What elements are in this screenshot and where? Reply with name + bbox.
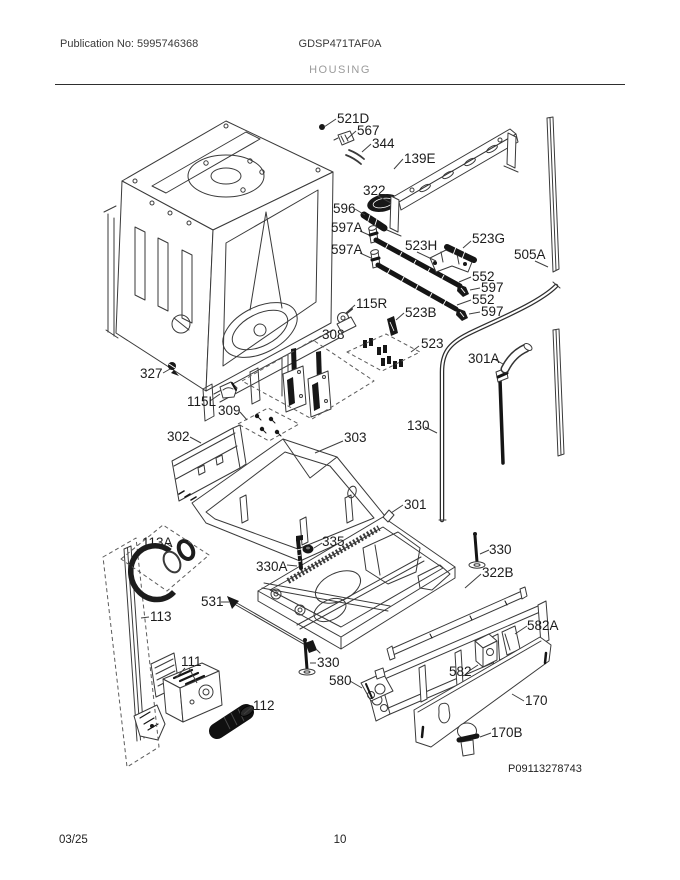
part-330-bolt-right: [468, 532, 486, 569]
model-number: GDSP471TAF0A: [298, 38, 382, 50]
part-330A-bolt: [296, 535, 303, 570]
part-330-bolt-left: [298, 638, 316, 676]
callout-113: 113: [150, 609, 172, 624]
part-344-wire: [345, 149, 365, 165]
callout-597-1: 597: [481, 280, 504, 295]
part-597-end-2: [456, 308, 468, 321]
section-title: HOUSING: [309, 64, 371, 76]
part-301-base-pan: [257, 509, 456, 650]
callout-597-2: 597: [481, 304, 504, 319]
callout-170: 170: [525, 693, 548, 708]
part-567-clip: [333, 130, 355, 146]
part-582-box: [474, 633, 498, 668]
callout-330-left: 330: [317, 655, 340, 670]
callout-303: 303: [344, 430, 367, 445]
part-505A-strip: [546, 116, 560, 273]
part-170-panel: [413, 636, 552, 748]
callout-523G: 523G: [472, 231, 505, 246]
part-523H-bracket: [429, 249, 473, 273]
callout-597A-1: 597A: [331, 220, 363, 235]
callout-301: 301: [404, 497, 427, 512]
diagram-id: P09113278743: [508, 763, 582, 775]
part-327-screw: [168, 362, 179, 376]
callout-552-1: 552: [472, 269, 495, 284]
part-115R-roller: [336, 308, 357, 334]
callout-115R: 115R: [356, 296, 388, 311]
callout-111: 111: [181, 654, 202, 669]
callout-330-right: 330: [489, 542, 512, 557]
part-112-capacitor: [209, 704, 255, 739]
footer-date: 03/25: [59, 834, 88, 846]
part-580-bracket: [360, 667, 394, 702]
part-113A-seals: [120, 524, 210, 603]
part-552-rail-2: [375, 262, 459, 312]
callout-531: 531: [201, 594, 224, 609]
part-335-nut: [302, 544, 314, 554]
callout-112: 112: [253, 698, 275, 713]
callout-523: 523: [421, 336, 444, 351]
part-113-channel: [102, 537, 166, 768]
part-303-support: [191, 438, 390, 562]
callout-302: 302: [167, 429, 190, 444]
callout-523B: 523B: [405, 305, 437, 320]
callout-322B: 322B: [482, 565, 514, 580]
part-531-rod: [227, 596, 321, 654]
leader-lines: [140, 118, 549, 738]
part-301A-handle: [495, 343, 533, 465]
callout-170B: 170B: [491, 725, 523, 740]
footer-page-number: 10: [333, 834, 347, 846]
part-322B-rail: [386, 586, 528, 661]
publication-number: Publication No: 5995746368: [60, 38, 199, 50]
part-130-tube: [438, 281, 561, 523]
callout-309: 309: [218, 403, 241, 418]
part-523G-pin: [444, 244, 477, 263]
callout-322: 322: [363, 183, 386, 198]
part-505A-strip-lower: [552, 328, 565, 457]
part-523B-pad: [387, 316, 398, 336]
callout-582A: 582A: [527, 618, 559, 633]
part-115L-bracket: [219, 381, 238, 399]
callout-labels: 521D 567 344 139E 322 596 597A 597A 523H…: [140, 111, 582, 775]
callout-505A: 505A: [514, 247, 546, 262]
callout-344: 344: [372, 136, 395, 151]
part-170B-clip: [456, 722, 480, 757]
callout-580: 580: [329, 673, 352, 688]
callout-552-2: 552: [472, 292, 495, 307]
callout-567: 567: [357, 123, 380, 138]
callout-582: 582: [449, 664, 472, 679]
callout-335: 335: [322, 534, 345, 549]
callout-130: 130: [407, 418, 430, 433]
part-111-motor: [150, 652, 223, 723]
part-521D-screw: [319, 124, 325, 130]
part-302-panel: [171, 424, 247, 502]
tub-assembly-drawing: [103, 120, 340, 422]
callout-115L: 115L: [187, 394, 217, 409]
header-rule: [55, 84, 625, 85]
part-597-end-1: [457, 284, 469, 297]
callout-327: 327: [140, 366, 163, 381]
part-523-clips: [346, 333, 421, 372]
part-309-screws: [237, 407, 300, 442]
callout-308: 308: [322, 327, 345, 342]
callout-521D: 521D: [337, 111, 370, 126]
callout-330A: 330A: [256, 559, 288, 574]
part-308-slides: [241, 339, 375, 420]
callout-113A: 113A: [142, 535, 173, 550]
callout-139E: 139E: [404, 151, 436, 166]
part-552-rail-1: [373, 237, 463, 289]
callout-596: 596: [333, 201, 356, 216]
callout-301A: 301A: [468, 351, 500, 366]
part-322-rail: [386, 128, 519, 237]
callout-523H: 523H: [405, 238, 437, 253]
callout-597A-2: 597A: [331, 242, 363, 257]
